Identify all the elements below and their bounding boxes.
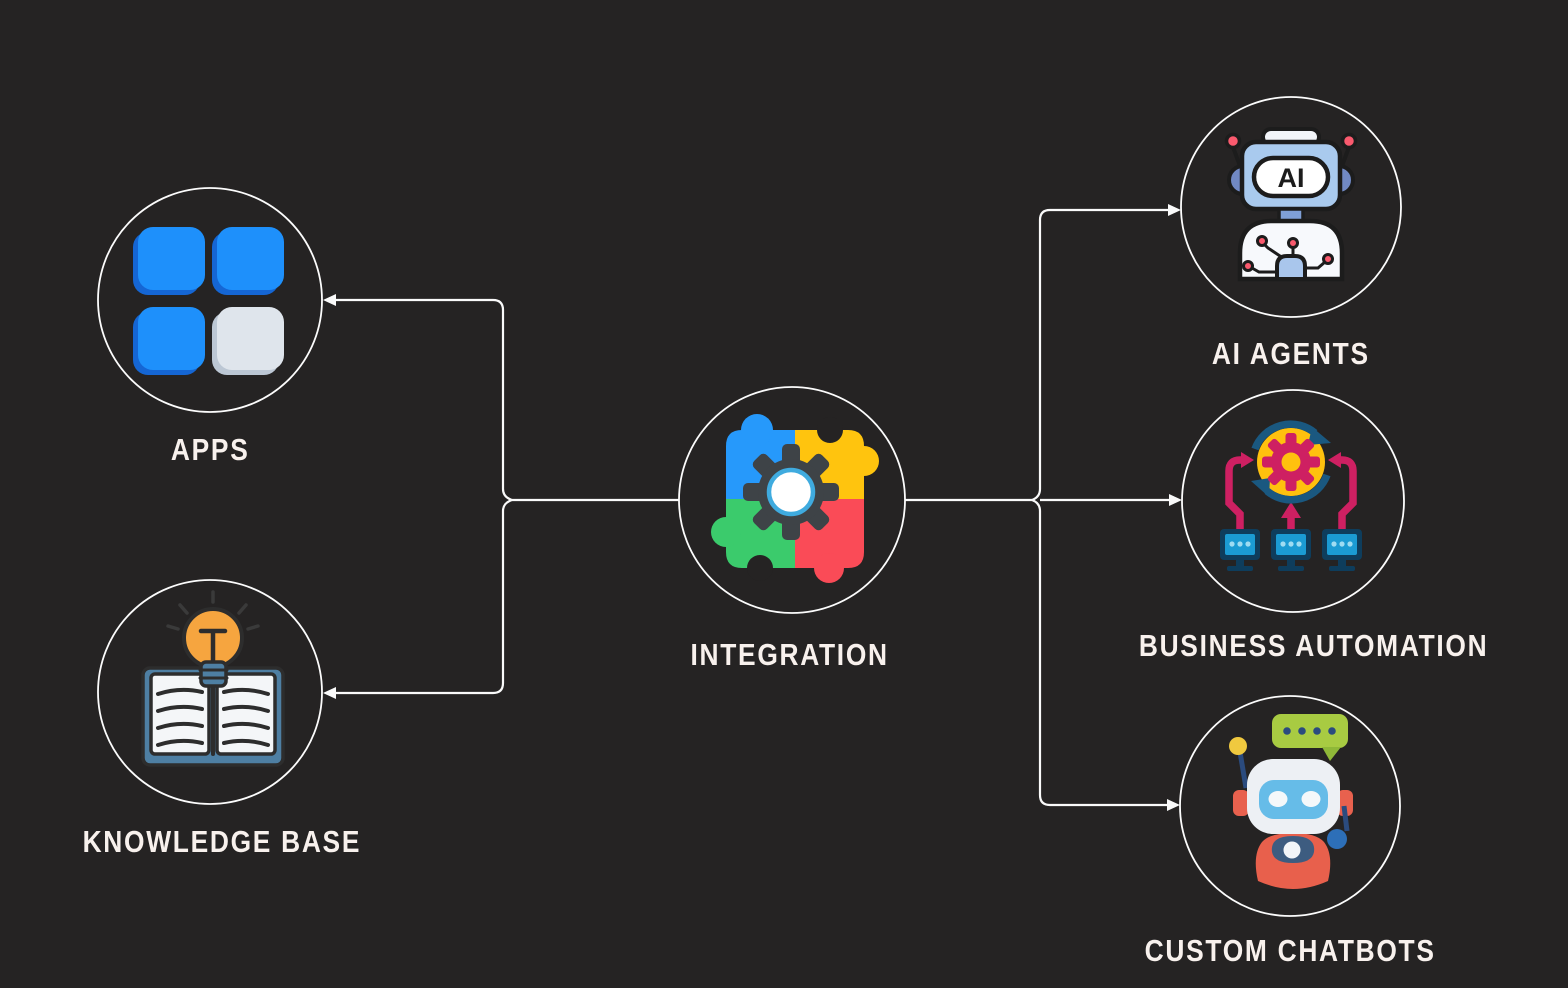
connector-to-custom-chatbots [1031,498,1167,807]
node-label-custom-chatbots-text: CUSTOM CHATBOTS [1144,933,1436,968]
ai-face-text: AI [1278,163,1305,193]
puzzle-gear-icon [711,414,879,583]
monitor-icons [1220,529,1362,571]
arrowhead-apps [323,294,336,306]
connector-lines [334,208,1170,807]
app-grid-icon [133,227,284,375]
arrowhead-custom-chatbots [1167,799,1180,811]
gear-icon [1262,433,1320,491]
node-label-custom-chatbots: CUSTOM CHATBOTS [990,935,1568,966]
node-label-knowledge-base-text: KNOWLEDGE BASE [82,824,362,859]
gear-icon [743,444,839,540]
node-circle-custom-chatbots [1179,695,1401,917]
node-circle-apps [97,187,323,413]
node-circle-business-automation [1181,389,1405,613]
node-label-business-automation: BUSINESS AUTOMATION [1014,630,1568,661]
connector-arrowheads [323,204,1182,811]
arrowhead-ai-agents [1168,204,1181,216]
book-lightbulb-icon [141,590,285,767]
node-label-knowledge-base: KNOWLEDGE BASE [0,826,522,857]
node-label-apps: APPS [0,434,510,465]
node-circle-ai-agents [1180,96,1402,318]
node-circles [97,96,1405,917]
node-label-apps-text: APPS [170,432,250,467]
node-label-business-automation-text: BUSINESS AUTOMATION [1139,628,1489,663]
node-circle-integration [678,386,906,614]
connector-to-ai-agents [1031,208,1169,502]
node-label-integration-text: INTEGRATION [690,637,890,672]
node-label-ai-agents-text: AI AGENTS [1212,336,1370,371]
node-label-ai-agents: AI AGENTS [991,338,1568,369]
arrowhead-knowledge-base [323,687,336,699]
chatbot-robot-icon [1229,714,1353,889]
ai-robot-icon: AI [1224,127,1358,282]
arrowhead-business-automation [1169,494,1182,506]
connector-to-knowledge-base [334,498,513,695]
speech-bubble-icon [1272,714,1348,761]
node-circle-knowledge-base [97,579,323,805]
connector-to-apps [334,298,513,502]
node-label-integration: INTEGRATION [490,639,1090,670]
automation-gear-monitors-icon [1220,420,1362,571]
